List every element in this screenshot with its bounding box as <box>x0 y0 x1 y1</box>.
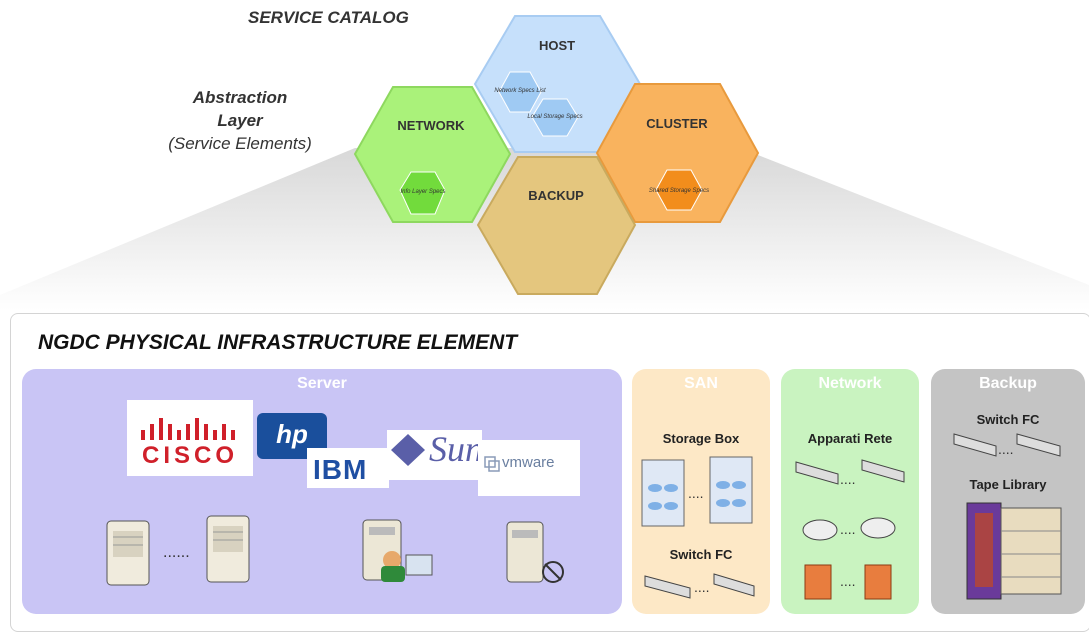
storage-box-icon <box>641 459 685 527</box>
cisco-logo: CISCO <box>127 400 253 476</box>
server-user-icon <box>362 519 433 582</box>
network-specs-list-label: Network Specs List <box>494 88 546 94</box>
local-storage-specs-hexagon <box>531 98 579 137</box>
sun-logo: Sun <box>387 429 483 480</box>
svg-text:....: .... <box>694 579 710 595</box>
cluster-hexagon <box>595 83 760 223</box>
storage-box-icon <box>709 456 753 524</box>
ibm-wordmark: IBM <box>313 454 368 485</box>
svg-text:....: .... <box>840 471 856 487</box>
network-title: Network <box>818 375 882 392</box>
network-box: Network <box>781 369 919 614</box>
sun-wordmark: Sun <box>429 429 483 469</box>
svg-text:....: .... <box>840 521 856 537</box>
san-switch-fc-label: Switch FC <box>669 547 733 562</box>
infrastructure-title: NGDC PHYSICAL INFRASTRUCTURE ELEMENT <box>38 331 518 354</box>
router-icon <box>802 519 838 541</box>
vmware-wordmark: vmware <box>502 454 555 471</box>
abstraction-layer-caption: Abstraction Layer (Service Elements) <box>140 86 340 155</box>
vmware-logo: vmware <box>478 440 580 496</box>
backup-switch-fc-label: Switch FC <box>976 412 1040 427</box>
info-layer-specs-label: Info Layer Specs <box>400 189 445 195</box>
server-tower-icon <box>106 520 150 586</box>
abstraction-line-2: Layer <box>217 111 263 130</box>
shared-storage-specs-label: Shared Storage Specs <box>649 188 709 194</box>
host-label: HOST <box>539 38 575 53</box>
backup-label: BACKUP <box>528 188 584 203</box>
fc-switch-icon <box>644 575 691 599</box>
apparati-rete-label: Apparati Rete <box>807 431 893 446</box>
san-title: SAN <box>684 375 718 392</box>
tape-library-icon <box>966 502 1062 600</box>
fc-switch-icon <box>713 573 755 597</box>
server-virtual-icon <box>506 521 564 583</box>
router-icon <box>860 517 896 539</box>
firewall-icon <box>804 564 832 600</box>
abstraction-line-3: (Service Elements) <box>168 134 312 153</box>
cisco-bars-icon <box>141 418 235 440</box>
network-label: NETWORK <box>397 118 465 133</box>
network-hexagon <box>353 86 512 223</box>
info-layer-specs-hexagon <box>399 171 446 215</box>
storage-box-label: Storage Box <box>662 431 740 446</box>
sun-diamond-icon <box>391 434 425 466</box>
local-storage-specs-label: Local Storage Specs <box>527 114 582 120</box>
hp-wordmark: hp <box>276 419 308 449</box>
fc-switch-icon <box>1016 433 1061 457</box>
cisco-wordmark: CISCO <box>141 442 238 469</box>
network-switch-icon <box>861 459 905 483</box>
abstraction-line-1: Abstraction <box>192 88 288 107</box>
tape-library-label: Tape Library <box>969 477 1047 492</box>
backup-title: Backup <box>979 375 1037 392</box>
network-specs-list-hexagon <box>498 71 542 113</box>
svg-text:....: .... <box>688 485 704 501</box>
server-tower-icon <box>206 515 250 583</box>
svg-text:....: .... <box>840 573 856 589</box>
ellipsis-icon: ...... <box>163 544 190 561</box>
ibm-logo: IBM <box>307 448 389 488</box>
svg-text:....: .... <box>998 441 1014 457</box>
backup-hexagon <box>476 156 637 295</box>
service-catalog-title: SERVICE CATALOG <box>248 8 409 27</box>
shared-storage-specs-hexagon <box>655 169 703 211</box>
cluster-label: CLUSTER <box>646 116 708 131</box>
firewall-icon <box>864 564 892 600</box>
network-switch-icon <box>795 461 839 485</box>
vmware-squares-icon <box>484 456 500 472</box>
fc-switch-icon <box>953 433 997 457</box>
service-catalog-diagram: HOST NETWORK CLUSTER BACKUP Network Spec… <box>0 15 1089 310</box>
server-title: Server <box>297 375 347 392</box>
